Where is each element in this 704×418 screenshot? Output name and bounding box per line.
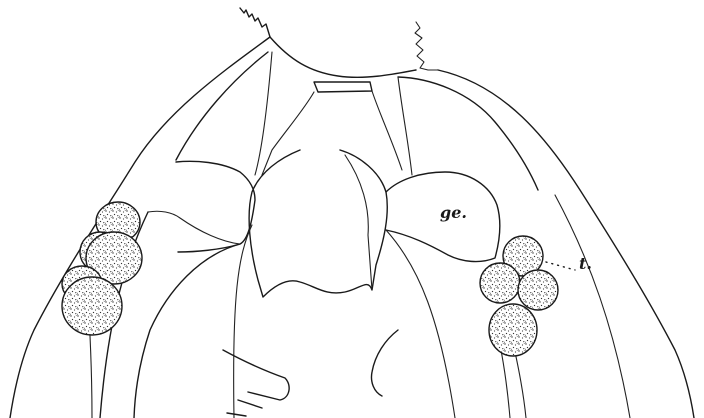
label-t: t. [579,256,592,272]
egg-right-4 [489,304,537,356]
mouth-plate [314,82,372,92]
central-lower-right [386,230,455,418]
right-inner-pillar-2 [398,77,412,175]
egg-right-2 [480,263,520,303]
lower-right-squiggle [371,330,398,396]
t-leader-dots [546,262,575,270]
left-inner-pillar [262,92,314,175]
right-inner-vertical-2 [515,352,526,418]
right-broken-appendage [415,22,438,70]
body-outline-left [10,37,270,418]
head-plate-upper-edge [270,37,416,77]
label-ge: ge. [440,205,467,221]
right-inner-pillar [372,91,402,170]
left-lower-curve-inner [134,244,240,418]
left-lobe-inner [148,211,240,244]
egg-right-3 [518,270,558,310]
egg-left-5 [62,277,122,335]
body-outline-right [438,70,694,418]
right-outer-vertical [555,195,630,418]
left-lobe [176,161,255,252]
left-broken-appendage [240,8,270,37]
central-shield-ridge [345,155,372,290]
lower-left-squiggle [223,350,289,416]
head-plate-left-flank [176,52,268,160]
head-plate-right-flank [398,77,538,190]
central-shield [249,150,387,297]
central-lower-left [234,225,252,418]
